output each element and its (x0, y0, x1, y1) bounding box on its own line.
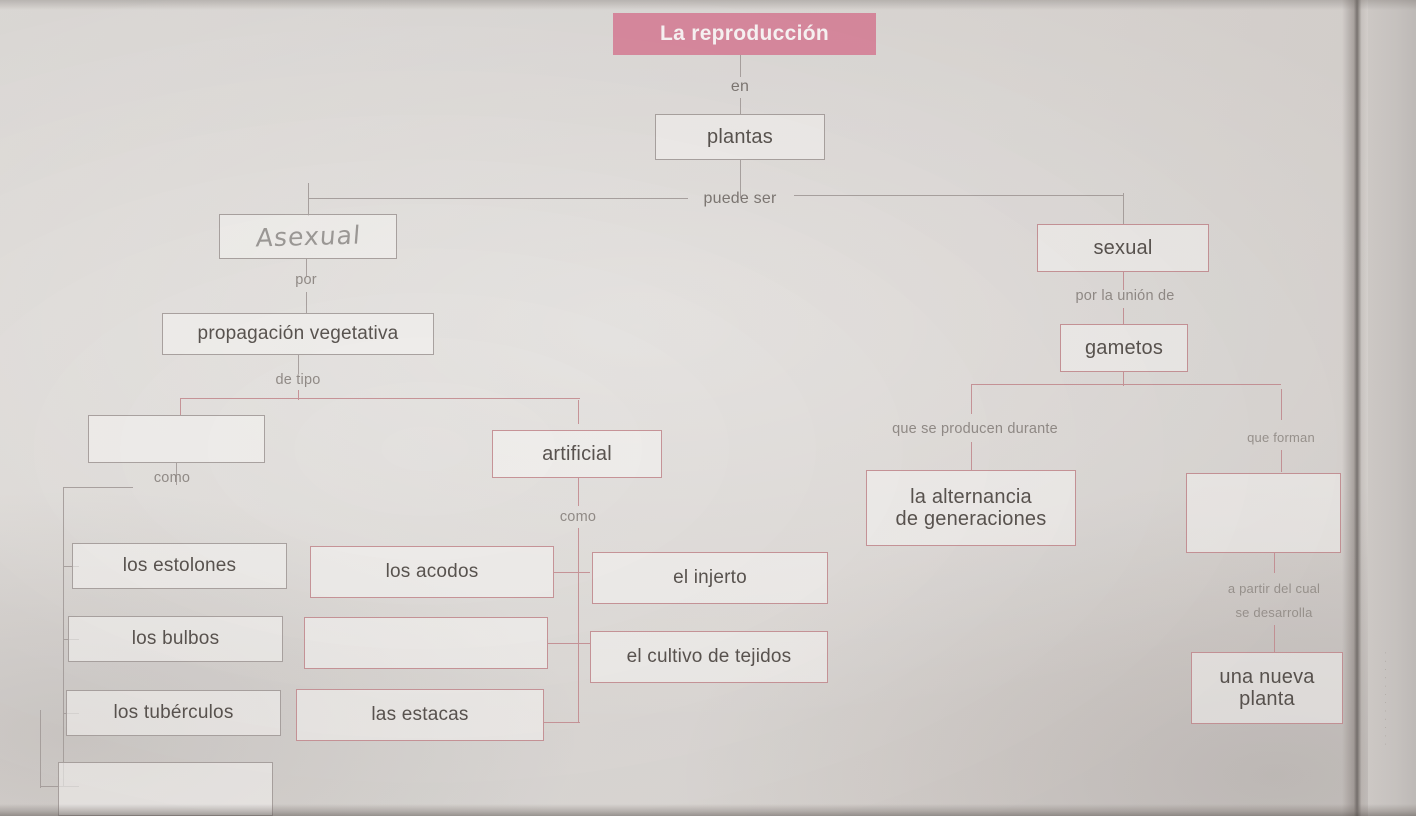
connector-como-left-bar (63, 487, 133, 489)
connector-plantas-down (740, 160, 742, 198)
connector-en-to-plantas (740, 98, 742, 114)
node-sexual: sexual (1037, 224, 1209, 272)
node-cigoto-blank (1186, 473, 1341, 553)
connector-estacas-link (544, 722, 580, 724)
connector-drop-to-sexual (1123, 193, 1125, 224)
nueva-planta-line2: planta (1239, 688, 1295, 710)
label-por: por (295, 272, 317, 288)
connector-spine-lower (40, 710, 42, 788)
node-los-bulbos: los bulbos (68, 616, 283, 662)
connector-acodos-link (554, 572, 590, 574)
node-el-injerto: el injerto (592, 552, 828, 604)
bottom-edge-shadow (0, 804, 1416, 816)
connector-gametos-right-drop (1281, 389, 1283, 420)
facing-page-edge (1368, 0, 1416, 816)
connector-cigoto-down (1274, 553, 1276, 573)
node-los-tuberculos: los tubérculos (66, 690, 281, 736)
connector-to-nueva-planta (1274, 625, 1276, 653)
connector-union-to-gametos (1123, 308, 1125, 324)
label-como-middle: como (559, 509, 597, 525)
connector-to-alternancia (971, 442, 973, 470)
alternancia-line1: la alternancia (910, 485, 1032, 508)
connector-por-to-propagacion (306, 292, 308, 314)
connector-gametos-bar (971, 384, 1281, 386)
nueva-planta-line1: una nueva (1219, 665, 1315, 688)
connector-gametos-left-drop (971, 384, 973, 414)
connector-de-tipo-stem (298, 390, 300, 400)
node-el-cultivo-de-tejidos: el cultivo de tejidos (590, 631, 828, 683)
label-se-desarrolla: se desarrolla (1235, 605, 1313, 620)
node-asexual: Asexual (219, 214, 397, 259)
connector-como-left-spine (63, 487, 65, 787)
connector-de-tipo-left-drop (180, 398, 182, 416)
node-la-alternancia-de-generaciones: la alternancia de generaciones (866, 470, 1076, 546)
connector-to-cigoto (1281, 450, 1283, 472)
top-edge-shadow (0, 0, 1416, 10)
connector-sexual-down (1123, 272, 1125, 290)
node-las-estacas: las estacas (296, 689, 544, 741)
connector-asexual-to-por (306, 259, 308, 277)
connector-de-tipo-bar (180, 398, 580, 400)
book-gutter-shadow (1342, 0, 1368, 816)
margin-note: · · · · · · · · · · · · (1380, 650, 1390, 746)
connector-de-tipo-right-drop (578, 400, 580, 424)
node-plantas: plantas (655, 114, 825, 160)
node-los-estolones: los estolones (72, 543, 287, 589)
handwriting-asexual: Asexual (254, 219, 362, 253)
node-una-nueva-planta: una nueva planta (1191, 652, 1343, 724)
label-como-left: como (153, 470, 191, 486)
connector-puede-ser-right-arm (794, 195, 1124, 197)
connector-como-middle-spine (578, 528, 580, 723)
connector-propagacion-down (298, 355, 300, 374)
connector-tick-estolones (63, 566, 79, 568)
label-puede-ser: puede ser (703, 190, 777, 207)
label-que-forman: que forman (1247, 430, 1315, 445)
page-title-banner: La reproducción (613, 13, 876, 55)
node-propagacion-vegetativa: propagación vegetativa (162, 313, 434, 355)
node-los-acodos: los acodos (310, 546, 554, 598)
label-por-la-union-de: por la unión de (1075, 288, 1175, 304)
connector-banner-to-en (740, 55, 742, 77)
label-que-se-producen-durante: que se producen durante (892, 421, 1058, 437)
connector-gametos-stem (1123, 372, 1125, 386)
connector-drop-to-asexual (308, 183, 310, 216)
node-artificial: artificial (492, 430, 662, 478)
label-en: en (730, 78, 750, 95)
connector-puede-ser-left-arm (308, 198, 688, 200)
label-de-tipo: de tipo (275, 372, 321, 388)
node-gametos: gametos (1060, 324, 1188, 372)
connector-natural-to-como (176, 463, 178, 485)
alternancia-line2: de generaciones (895, 508, 1047, 530)
label-a-partir-del-cual: a partir del cual (1227, 581, 1321, 596)
connector-midblank-link (548, 643, 590, 645)
connector-artificial-to-como (578, 478, 580, 506)
node-mid-blank (304, 617, 548, 669)
node-natural-blank (88, 415, 265, 463)
